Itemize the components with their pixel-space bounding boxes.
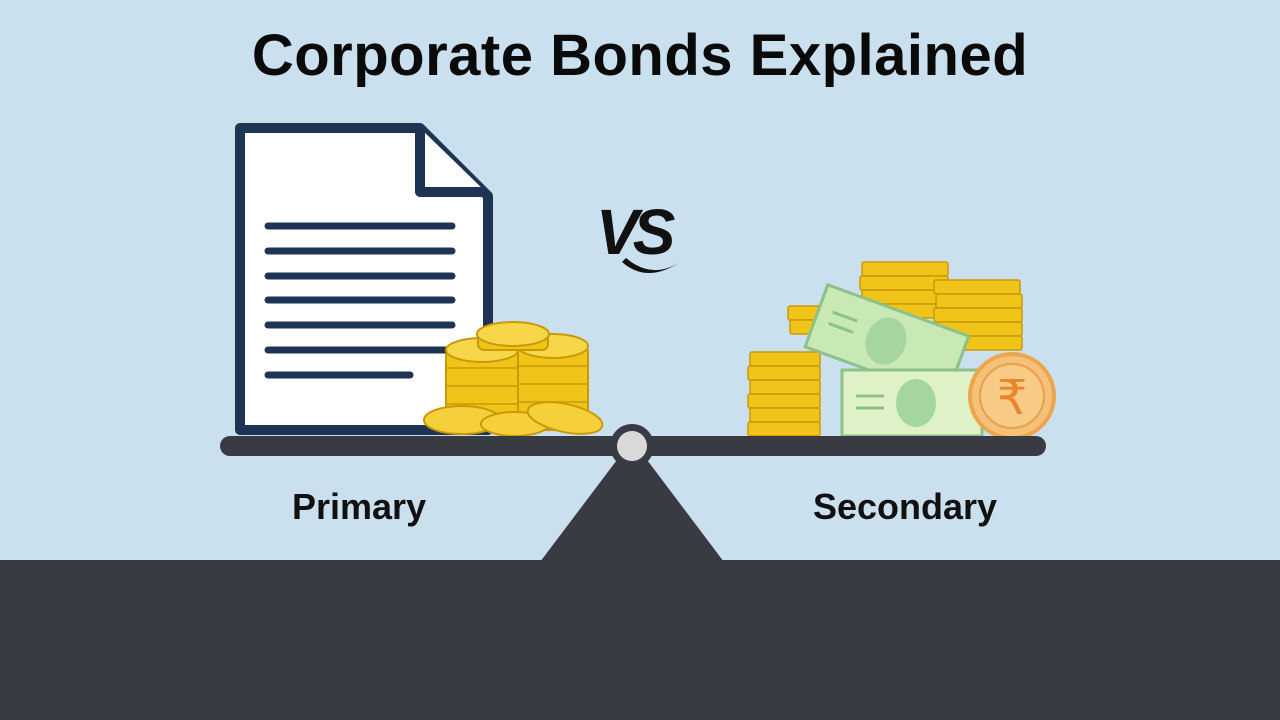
banknote-icon: [803, 282, 984, 438]
coin-stack-left: [423, 321, 604, 437]
label-primary: Primary: [292, 486, 427, 527]
ground: [0, 560, 1280, 720]
vs-emblem: VS: [596, 196, 682, 273]
vs-text: VS: [596, 196, 676, 268]
scale-fulcrum: [540, 440, 724, 562]
rupee-coin-icon: ₹: [968, 352, 1056, 440]
label-secondary: Secondary: [813, 486, 998, 527]
currency-symbol: ₹: [997, 370, 1028, 426]
page-title: Corporate Bonds Explained: [251, 23, 1029, 88]
document-icon: [235, 123, 493, 435]
